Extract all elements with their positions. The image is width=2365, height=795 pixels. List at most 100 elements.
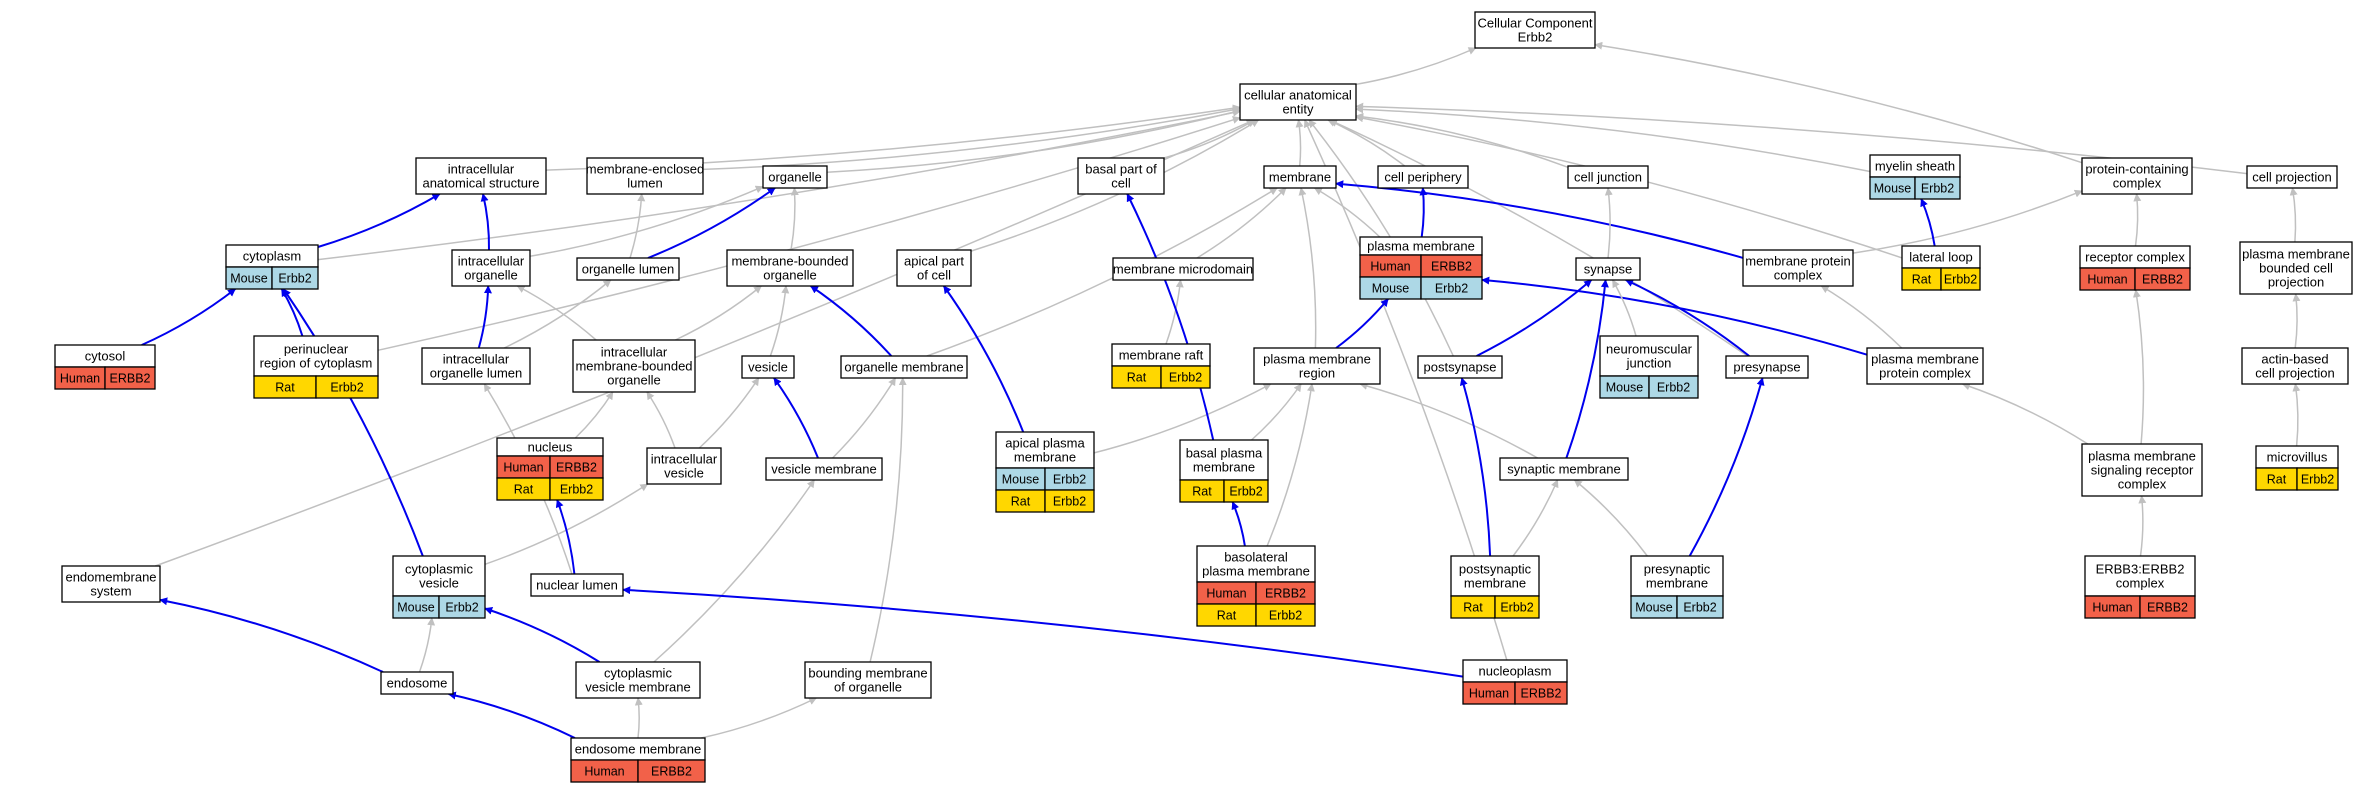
edge-is-a bbox=[1308, 119, 1454, 357]
gene-label: Erbb2 bbox=[1169, 371, 1202, 385]
species-label: Rat bbox=[514, 483, 534, 497]
node-vesicle-membrane[interactable]: vesicle membrane bbox=[765, 457, 883, 481]
node-postsynapse[interactable]: postsynapse bbox=[1417, 355, 1503, 379]
node-label-line: membrane-bounded bbox=[575, 359, 692, 374]
species-label: Human bbox=[1370, 260, 1410, 274]
node-vesicle[interactable]: vesicle bbox=[741, 355, 795, 379]
edge-is-a bbox=[832, 377, 897, 459]
node-cell-projection[interactable]: cell projection bbox=[2246, 165, 2338, 189]
edge-part-of bbox=[141, 288, 236, 346]
node-label-line: complex bbox=[2113, 176, 2162, 191]
node-nuclear-lumen[interactable]: nuclear lumen bbox=[530, 573, 624, 597]
species-label: Rat bbox=[1217, 609, 1237, 623]
node-label-line: plasma membrane bbox=[1263, 352, 1371, 367]
species-label: Human bbox=[1469, 687, 1509, 701]
node-label-line: presynapse bbox=[1733, 360, 1800, 375]
node-label-line: membrane-enclosed bbox=[586, 162, 705, 177]
node-organelle-membrane[interactable]: organelle membrane bbox=[840, 355, 968, 379]
node-endosome[interactable]: endosome bbox=[380, 671, 454, 695]
node-label-line: lateral loop bbox=[1909, 250, 1973, 265]
node-cell-junction[interactable]: cell junction bbox=[1567, 165, 1649, 189]
edge-is-a bbox=[1298, 187, 1317, 349]
node-label-line: membrane protein bbox=[1745, 254, 1851, 269]
node-membrane-microdomain[interactable]: membrane microdomain bbox=[1112, 257, 1254, 281]
node-label-line: of cell bbox=[917, 268, 951, 283]
node-presynapse[interactable]: presynapse bbox=[1725, 355, 1809, 379]
edge-part-of bbox=[1920, 198, 1936, 247]
node-synaptic-membrane[interactable]: synaptic membrane bbox=[1499, 457, 1629, 481]
edge-is-a bbox=[675, 285, 762, 341]
edge-is-a bbox=[1594, 41, 2083, 164]
node-label-box bbox=[1112, 257, 1254, 281]
node-label-line: organelle bbox=[768, 170, 822, 185]
edge-part-of bbox=[477, 285, 492, 349]
node-label-box bbox=[1866, 347, 1984, 385]
species-label: Human bbox=[2092, 601, 2132, 615]
species-label: Human bbox=[60, 372, 100, 386]
node-label-box bbox=[1417, 355, 1503, 379]
edge-is-a bbox=[629, 193, 646, 259]
edge-is-a bbox=[1573, 479, 1648, 557]
gene-label: ERBB2 bbox=[110, 372, 151, 386]
node-label-line: region of cytoplasm bbox=[260, 356, 373, 371]
node-organelle-lumen[interactable]: organelle lumen bbox=[576, 257, 680, 281]
gene-cell bbox=[271, 266, 319, 290]
edge-part-of bbox=[647, 187, 776, 259]
edge-part-of bbox=[622, 586, 1464, 678]
node-cell-periphery[interactable]: cell periphery bbox=[1377, 165, 1469, 189]
node-membrane[interactable]: membrane bbox=[1263, 165, 1337, 189]
gene-label: ERBB2 bbox=[1431, 260, 1472, 274]
gene-cell bbox=[1223, 479, 1269, 503]
species-label: Rat bbox=[275, 381, 295, 395]
node-label-line: cellular anatomical bbox=[1244, 88, 1352, 103]
node-label-line: endomembrane bbox=[65, 570, 156, 585]
node-organelle[interactable]: organelle bbox=[762, 165, 828, 189]
edge-part-of bbox=[1459, 377, 1492, 557]
node-synapse[interactable]: synapse bbox=[1575, 257, 1641, 281]
node-label-line: neuromuscular bbox=[1606, 342, 1693, 357]
node-label-box bbox=[421, 347, 531, 385]
